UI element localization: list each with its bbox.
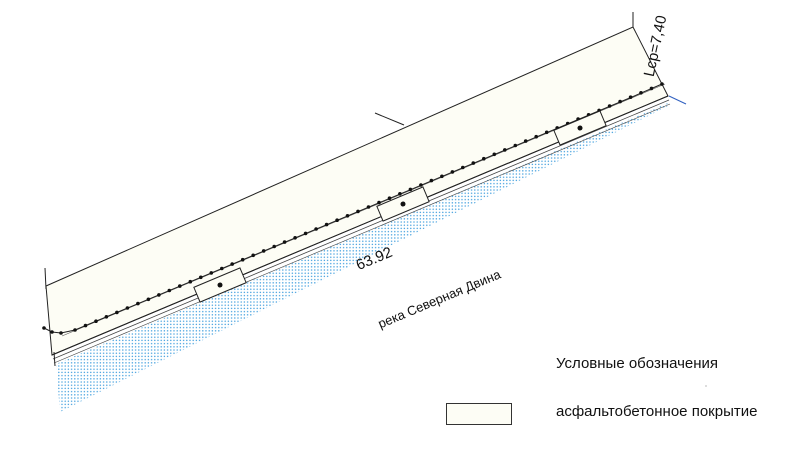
river-label: река Северная Двина: [376, 266, 504, 331]
fence-post: [199, 275, 203, 280]
fence-post: [282, 240, 287, 244]
fence-post: [104, 315, 109, 319]
fence-post: [59, 331, 63, 335]
fence-post: [240, 257, 245, 262]
fence-post: [272, 244, 277, 249]
asphalt-pavement: [45, 26, 669, 356]
fence-post: [188, 279, 193, 284]
lamp-pad-2: [376, 186, 430, 222]
fence-post: [303, 231, 308, 236]
legend-swatch-asphalt: [446, 403, 512, 425]
fence-post: [492, 152, 497, 157]
fence-post: [607, 104, 612, 108]
fence-post: [230, 262, 234, 266]
blue-marker-line: [668, 95, 687, 105]
fence-post: [387, 196, 392, 200]
fence-post: [523, 139, 528, 143]
fence-post: [50, 330, 54, 334]
fence-post: [618, 99, 622, 104]
left-edge-extension: [44, 267, 47, 290]
fence-post: [660, 82, 664, 86]
fence-post: [324, 222, 329, 227]
fence-post: [534, 134, 538, 139]
left-edge-low: [53, 351, 56, 367]
fence-post: [83, 323, 88, 328]
fence-post: [314, 227, 318, 231]
fence-post: [261, 249, 266, 253]
lamp-pad-3: [553, 110, 607, 146]
embankment-line-2: [52, 99, 670, 360]
river-area: [56, 103, 668, 412]
fence-post: [293, 236, 297, 240]
fence-post: [115, 310, 119, 315]
fence-post: [482, 156, 486, 161]
fence-post: [167, 288, 172, 293]
fence-post: [366, 205, 371, 209]
legend-label-asphalt: асфальтобетонное покрытие: [556, 403, 758, 420]
fence-post: [628, 95, 633, 99]
fence-post: [639, 91, 643, 95]
lamp-pad-1: [193, 267, 247, 303]
fence-post: [450, 170, 455, 174]
fence-post: [408, 187, 413, 192]
embankment-line-3: [53, 103, 671, 364]
fence-post: [220, 266, 224, 271]
fence-post: [461, 165, 465, 170]
fence-post: [419, 183, 423, 187]
fence-post: [251, 253, 255, 258]
fence-post: [503, 148, 507, 152]
fence-post: [178, 284, 182, 288]
fence-post: [157, 293, 161, 297]
fence-post: [125, 306, 130, 310]
legend-title: Условные обозначения: [556, 355, 719, 372]
fence-post: [146, 297, 151, 302]
fence-post: [73, 328, 77, 332]
fence-post: [377, 200, 381, 205]
fence-post: [42, 326, 46, 330]
fence-post: [440, 174, 444, 179]
fence-post: [513, 143, 518, 148]
fence-post: [345, 214, 350, 218]
fence-post: [136, 301, 140, 306]
fence-post: [429, 178, 434, 183]
length-label: Lср=7,40: [641, 14, 671, 78]
fence-post: [94, 319, 98, 324]
speck: [705, 385, 707, 387]
fence-post: [398, 192, 402, 196]
fence-post: [471, 161, 476, 165]
fence-post: [335, 218, 339, 222]
fence-post: [649, 86, 654, 91]
fence-post: [209, 271, 214, 275]
fence-dots: [42, 82, 664, 335]
fence-post: [356, 209, 360, 214]
leader-line: [374, 112, 405, 126]
fence-post: [544, 130, 549, 135]
